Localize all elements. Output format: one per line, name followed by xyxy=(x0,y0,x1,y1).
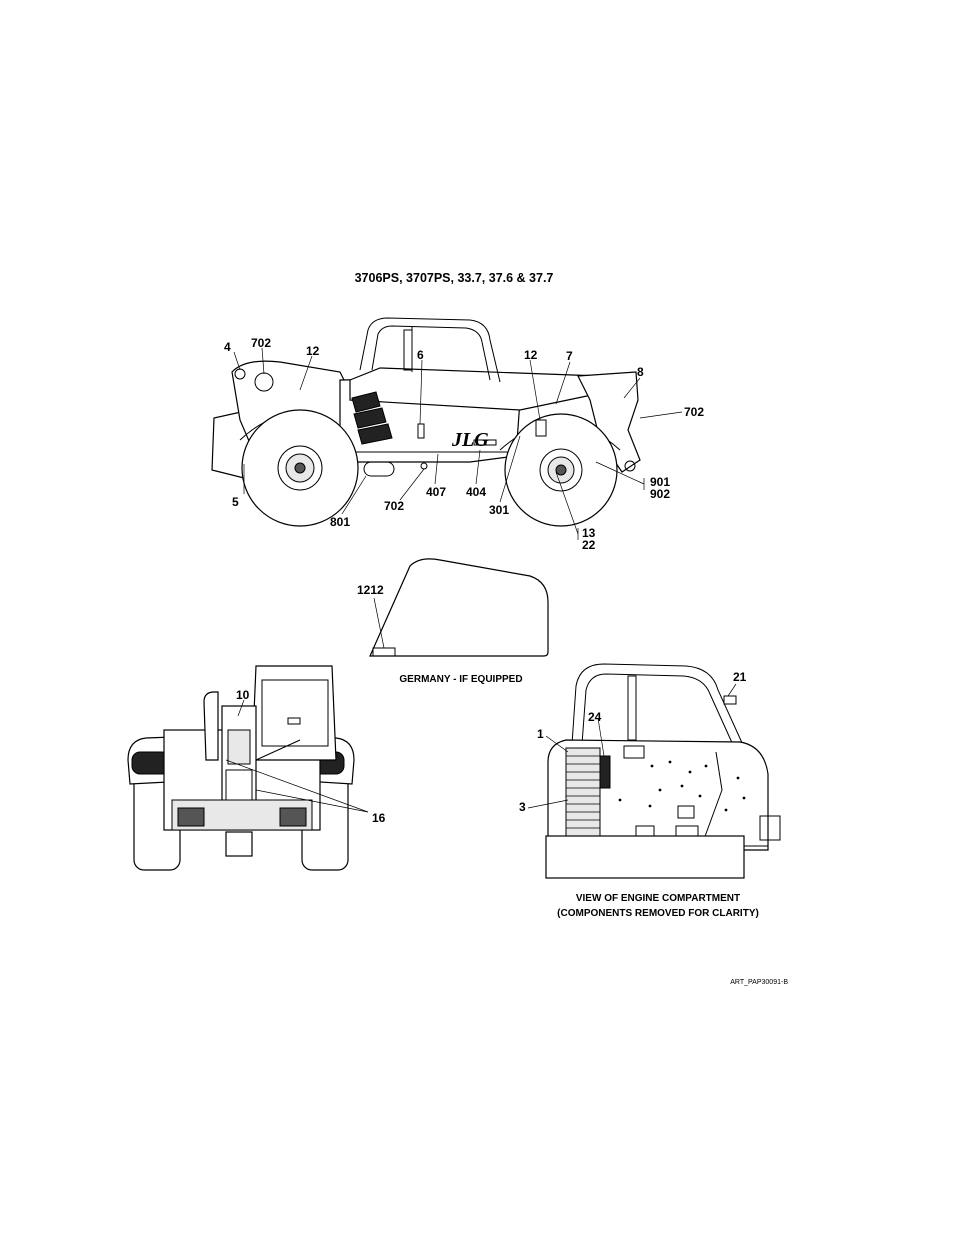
callout-801: 801 xyxy=(330,515,350,529)
engine-view-drawing xyxy=(546,664,780,878)
callout-12-front: 12 xyxy=(524,348,538,362)
callout-22: 22 xyxy=(582,538,596,552)
callout-1: 1 xyxy=(537,727,544,741)
callout-1212: 1212 xyxy=(357,583,384,597)
engine-caption-line1: VIEW OF ENGINE COMPARTMENT xyxy=(576,893,740,904)
engine-caption-line2: (COMPONENTS REMOVED FOR CLARITY) xyxy=(557,908,759,919)
art-number: ART_PAP30091-B xyxy=(730,979,788,986)
window-view-drawing xyxy=(370,559,548,656)
callout-7: 7 xyxy=(566,349,573,363)
window-view-caption: GERMANY - IF EQUIPPED xyxy=(399,674,522,685)
callout-12-rear: 12 xyxy=(306,344,320,358)
callout-902: 902 xyxy=(650,487,670,501)
callout-5: 5 xyxy=(232,495,239,509)
callout-3: 3 xyxy=(519,800,526,814)
callout-702-front: 702 xyxy=(684,405,704,419)
callout-16: 16 xyxy=(372,811,386,825)
callout-4: 4 xyxy=(224,340,231,354)
callout-10: 10 xyxy=(236,688,250,702)
callout-702-chassis: 702 xyxy=(384,499,404,513)
callout-21: 21 xyxy=(733,670,747,684)
callout-702-rear: 702 xyxy=(251,336,271,350)
callout-24: 24 xyxy=(588,710,602,724)
callout-8: 8 xyxy=(637,365,644,379)
diagram-title: 3706PS, 3707PS, 33.7, 37.6 & 37.7 xyxy=(355,271,554,285)
callout-407: 407 xyxy=(426,485,446,499)
callout-301: 301 xyxy=(489,503,509,517)
callout-6: 6 xyxy=(417,348,424,362)
callout-404: 404 xyxy=(466,485,486,499)
